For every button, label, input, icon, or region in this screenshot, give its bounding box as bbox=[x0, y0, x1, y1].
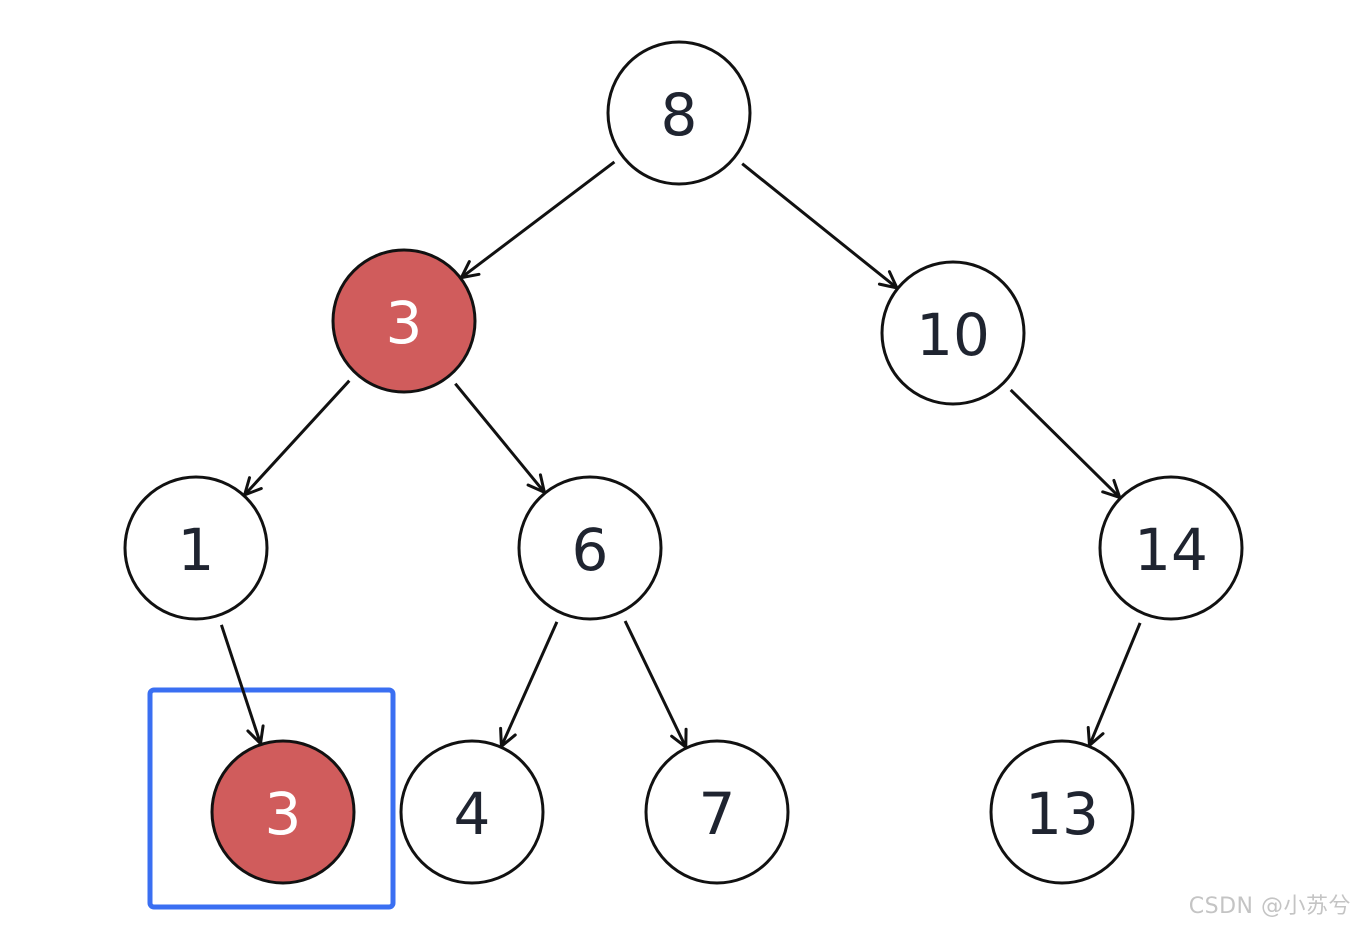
node-label: 8 bbox=[661, 81, 698, 149]
tree-node-n6: 6 bbox=[517, 475, 663, 621]
node-circle bbox=[880, 260, 1026, 406]
node-label: 10 bbox=[916, 301, 990, 369]
edge-arrow-n14-to-n13 bbox=[1086, 622, 1142, 747]
selection-box bbox=[147, 687, 396, 910]
edge-arrow-n8-to-n3a bbox=[459, 160, 616, 280]
edge-arrow-n10-to-n14 bbox=[1009, 388, 1122, 499]
node-circle bbox=[123, 475, 269, 621]
node-circle bbox=[399, 739, 545, 885]
node-circle bbox=[517, 475, 663, 621]
tree-node-n13: 13 bbox=[989, 739, 1135, 885]
node-circle bbox=[210, 739, 356, 885]
tree-node-n1: 1 bbox=[123, 475, 269, 621]
edge-arrow-n8-to-n10 bbox=[741, 162, 899, 290]
node-label: 1 bbox=[178, 516, 215, 584]
edges-layer bbox=[219, 160, 1142, 749]
tree-node-n10: 10 bbox=[880, 260, 1026, 406]
watermark-text: CSDN @小苏兮 bbox=[1188, 894, 1351, 919]
node-label: 4 bbox=[454, 780, 491, 848]
edge-arrow-n3a-to-n1 bbox=[243, 379, 351, 497]
node-label: 14 bbox=[1134, 516, 1208, 584]
node-circle bbox=[331, 248, 477, 394]
node-circle bbox=[1098, 475, 1244, 621]
edge-arrow-n3a-to-n6 bbox=[454, 382, 546, 494]
node-label: 3 bbox=[265, 780, 302, 848]
tree-node-n8: 8 bbox=[606, 40, 752, 186]
node-label: 7 bbox=[699, 780, 736, 848]
node-label: 3 bbox=[386, 289, 423, 357]
node-label: 6 bbox=[572, 516, 609, 584]
tree-node-n14: 14 bbox=[1098, 475, 1244, 621]
tree-node-n4: 4 bbox=[399, 739, 545, 885]
node-circle bbox=[606, 40, 752, 186]
node-circle bbox=[644, 739, 790, 885]
nodes-layer: 8 3 10 1 6 14 3 4 7 13 bbox=[123, 40, 1244, 885]
node-circle bbox=[989, 739, 1135, 885]
edge-arrow-n6-to-n4 bbox=[499, 621, 559, 748]
tree-node-n7: 7 bbox=[644, 739, 790, 885]
tree-node-n3b: 3 bbox=[210, 739, 356, 885]
node-label: 13 bbox=[1025, 780, 1099, 848]
edge-arrow-n6-to-n7 bbox=[623, 620, 688, 749]
edge-arrow-n1-to-n3b bbox=[219, 624, 265, 746]
tree-node-n3a: 3 bbox=[331, 248, 477, 394]
